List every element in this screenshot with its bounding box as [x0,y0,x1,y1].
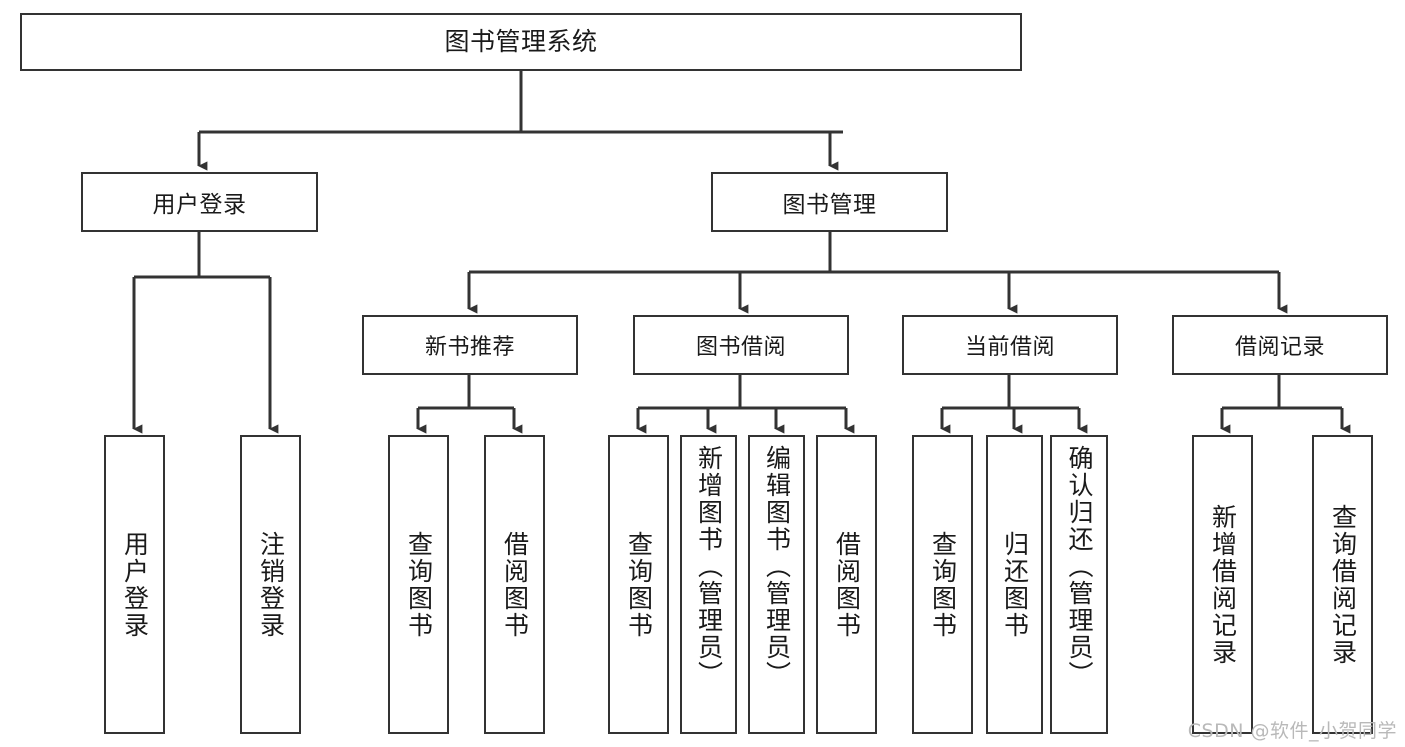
node-leaf-query-borrow-record-label: 查询借阅记录 [1328,503,1358,666]
node-leaf-query-book-3-label: 查询图书 [928,530,958,639]
node-leaf-edit-book[interactable]: 编辑图书（管理员） [748,435,805,734]
node-leaf-query-book-2-label: 查询图书 [624,530,654,639]
node-leaf-query-book-3[interactable]: 查询图书 [912,435,973,734]
node-leaf-add-borrow-record[interactable]: 新增借阅记录 [1192,435,1253,734]
node-leaf-add-book[interactable]: 新增图书（管理员） [680,435,737,734]
node-book-management-label: 图书管理 [782,192,877,218]
node-leaf-return-book-label: 归还图书 [1000,530,1030,639]
node-leaf-query-book-1[interactable]: 查询图书 [388,435,449,734]
node-leaf-borrow-book-1[interactable]: 借阅图书 [484,435,545,734]
node-new-book-recommend[interactable]: 新书推荐 [362,315,578,375]
node-leaf-borrow-book-2[interactable]: 借阅图书 [816,435,877,734]
node-book-management[interactable]: 图书管理 [711,172,948,232]
node-current-borrow-label: 当前借阅 [964,335,1055,360]
node-leaf-add-book-label: 新增图书（管理员） [694,445,724,688]
node-leaf-borrow-book-2-label: 借阅图书 [832,530,862,639]
node-user-login[interactable]: 用户登录 [81,172,318,232]
node-leaf-confirm-return-label: 确认归还（管理员） [1065,445,1094,688]
node-root-label: 图书管理系统 [444,27,598,57]
node-book-borrow-label: 图书借阅 [695,335,786,360]
csdn-watermark: CSDN @软件_小贺同学 [1187,720,1397,742]
node-leaf-query-book-2[interactable]: 查询图书 [608,435,669,734]
node-leaf-return-book[interactable]: 归还图书 [986,435,1043,734]
node-leaf-add-borrow-record-label: 新增借阅记录 [1208,503,1238,666]
node-leaf-user-logout-label: 注销登录 [256,530,286,639]
node-borrow-record[interactable]: 借阅记录 [1172,315,1388,375]
node-leaf-query-borrow-record[interactable]: 查询借阅记录 [1312,435,1373,734]
node-leaf-query-book-1-label: 查询图书 [404,530,434,639]
node-user-login-label: 用户登录 [152,192,247,218]
node-current-borrow[interactable]: 当前借阅 [902,315,1118,375]
node-root[interactable]: 图书管理系统 [20,13,1022,71]
node-new-book-recommend-label: 新书推荐 [424,335,515,360]
node-leaf-edit-book-label: 编辑图书（管理员） [762,445,792,688]
node-leaf-user-login-label: 用户登录 [120,530,150,639]
node-leaf-borrow-book-1-label: 借阅图书 [500,530,530,639]
node-leaf-user-logout[interactable]: 注销登录 [240,435,301,734]
node-leaf-confirm-return[interactable]: 确认归还（管理员） [1050,435,1108,734]
node-borrow-record-label: 借阅记录 [1234,335,1325,360]
node-leaf-user-login[interactable]: 用户登录 [104,435,165,734]
node-book-borrow[interactable]: 图书借阅 [633,315,849,375]
